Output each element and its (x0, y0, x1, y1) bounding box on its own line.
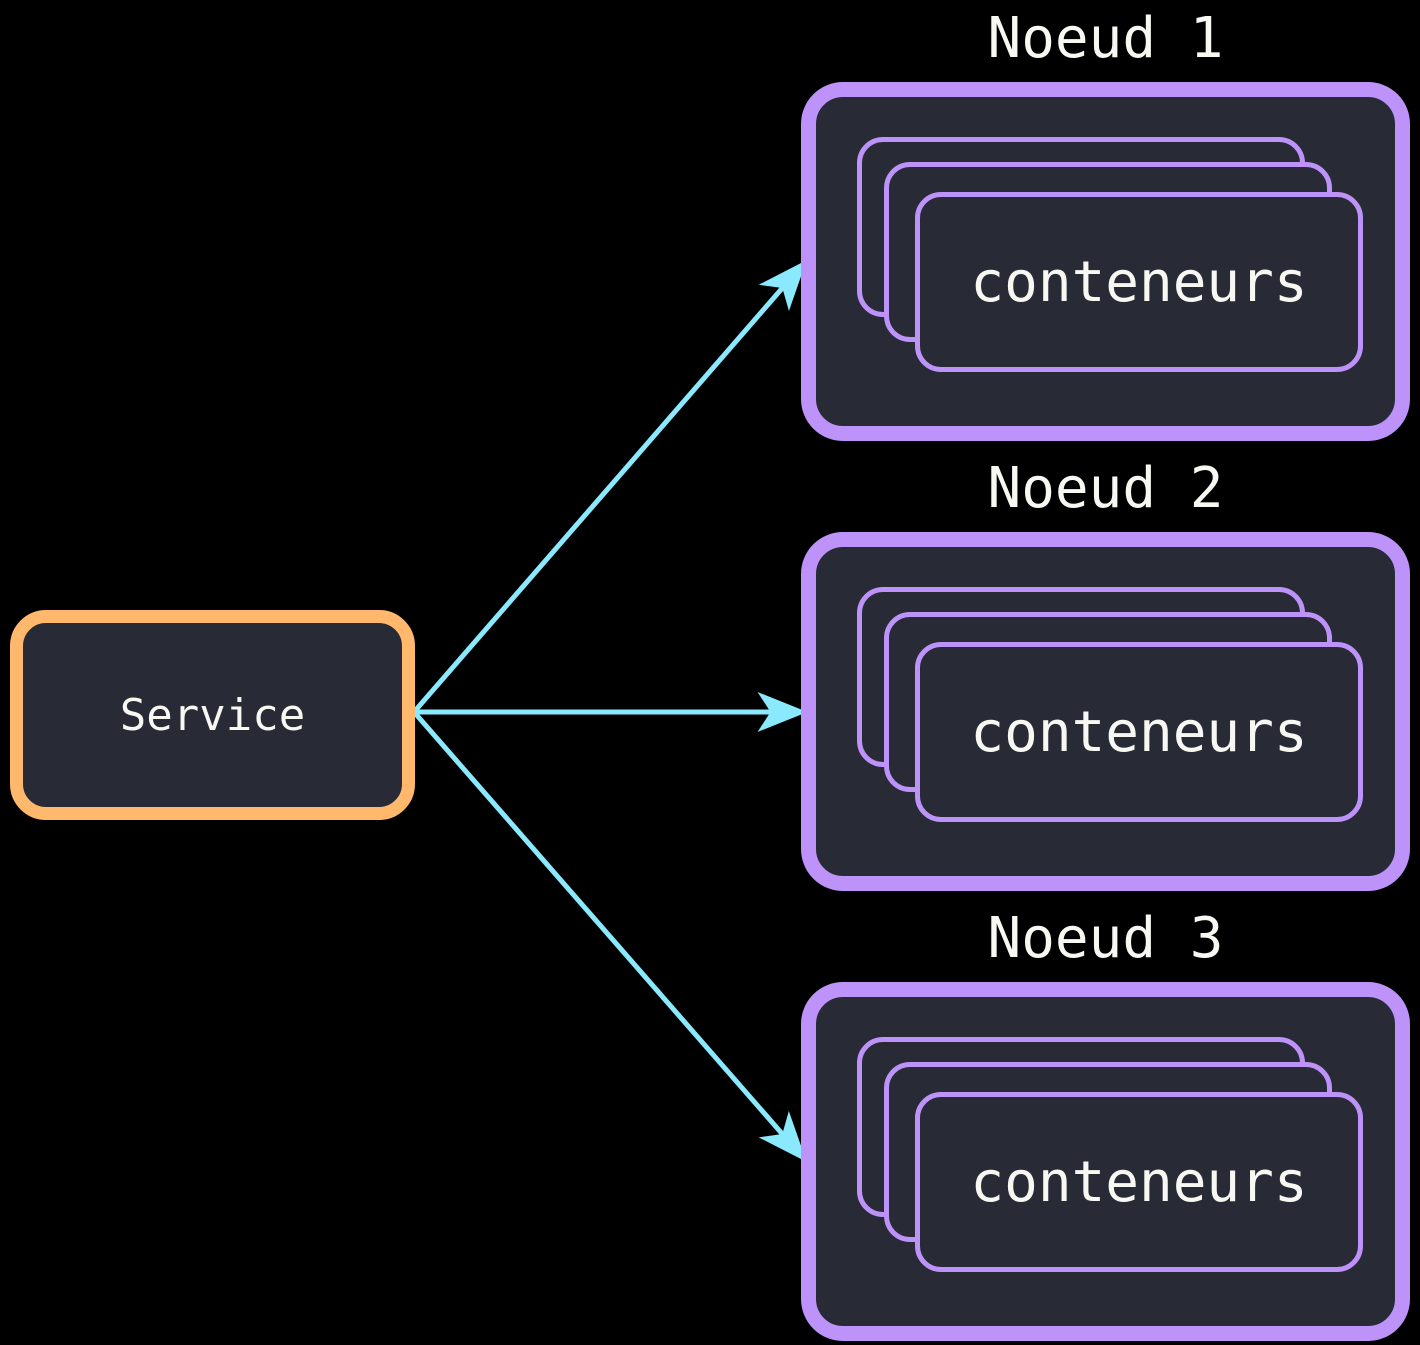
node-1-containers-label: conteneurs (970, 249, 1308, 315)
arrow-service-to-node-1 (412, 260, 807, 714)
node-2-box: conteneurs (801, 532, 1410, 891)
node-2-label: Noeud 2 (987, 456, 1224, 521)
node-3-label: Noeud 3 (987, 906, 1224, 971)
service-label: Service (119, 689, 306, 741)
node-3-box: conteneurs (801, 982, 1410, 1341)
arrow-service-to-node-3 (412, 710, 807, 1162)
node-1-label: Noeud 1 (987, 6, 1224, 71)
node-2: Noeud 2 conteneurs (801, 454, 1410, 891)
node-3-containers-label: conteneurs (970, 1149, 1308, 1215)
node-1-container-card-front: conteneurs (915, 192, 1363, 372)
node-2-container-card-front: conteneurs (915, 642, 1363, 822)
service-box: Service (10, 610, 415, 820)
node-3: Noeud 3 conteneurs (801, 904, 1410, 1341)
node-2-containers-label: conteneurs (970, 699, 1308, 765)
node-1-box: conteneurs (801, 82, 1410, 441)
node-1: Noeud 1 conteneurs (801, 4, 1410, 441)
node-3-container-card-front: conteneurs (915, 1092, 1363, 1272)
